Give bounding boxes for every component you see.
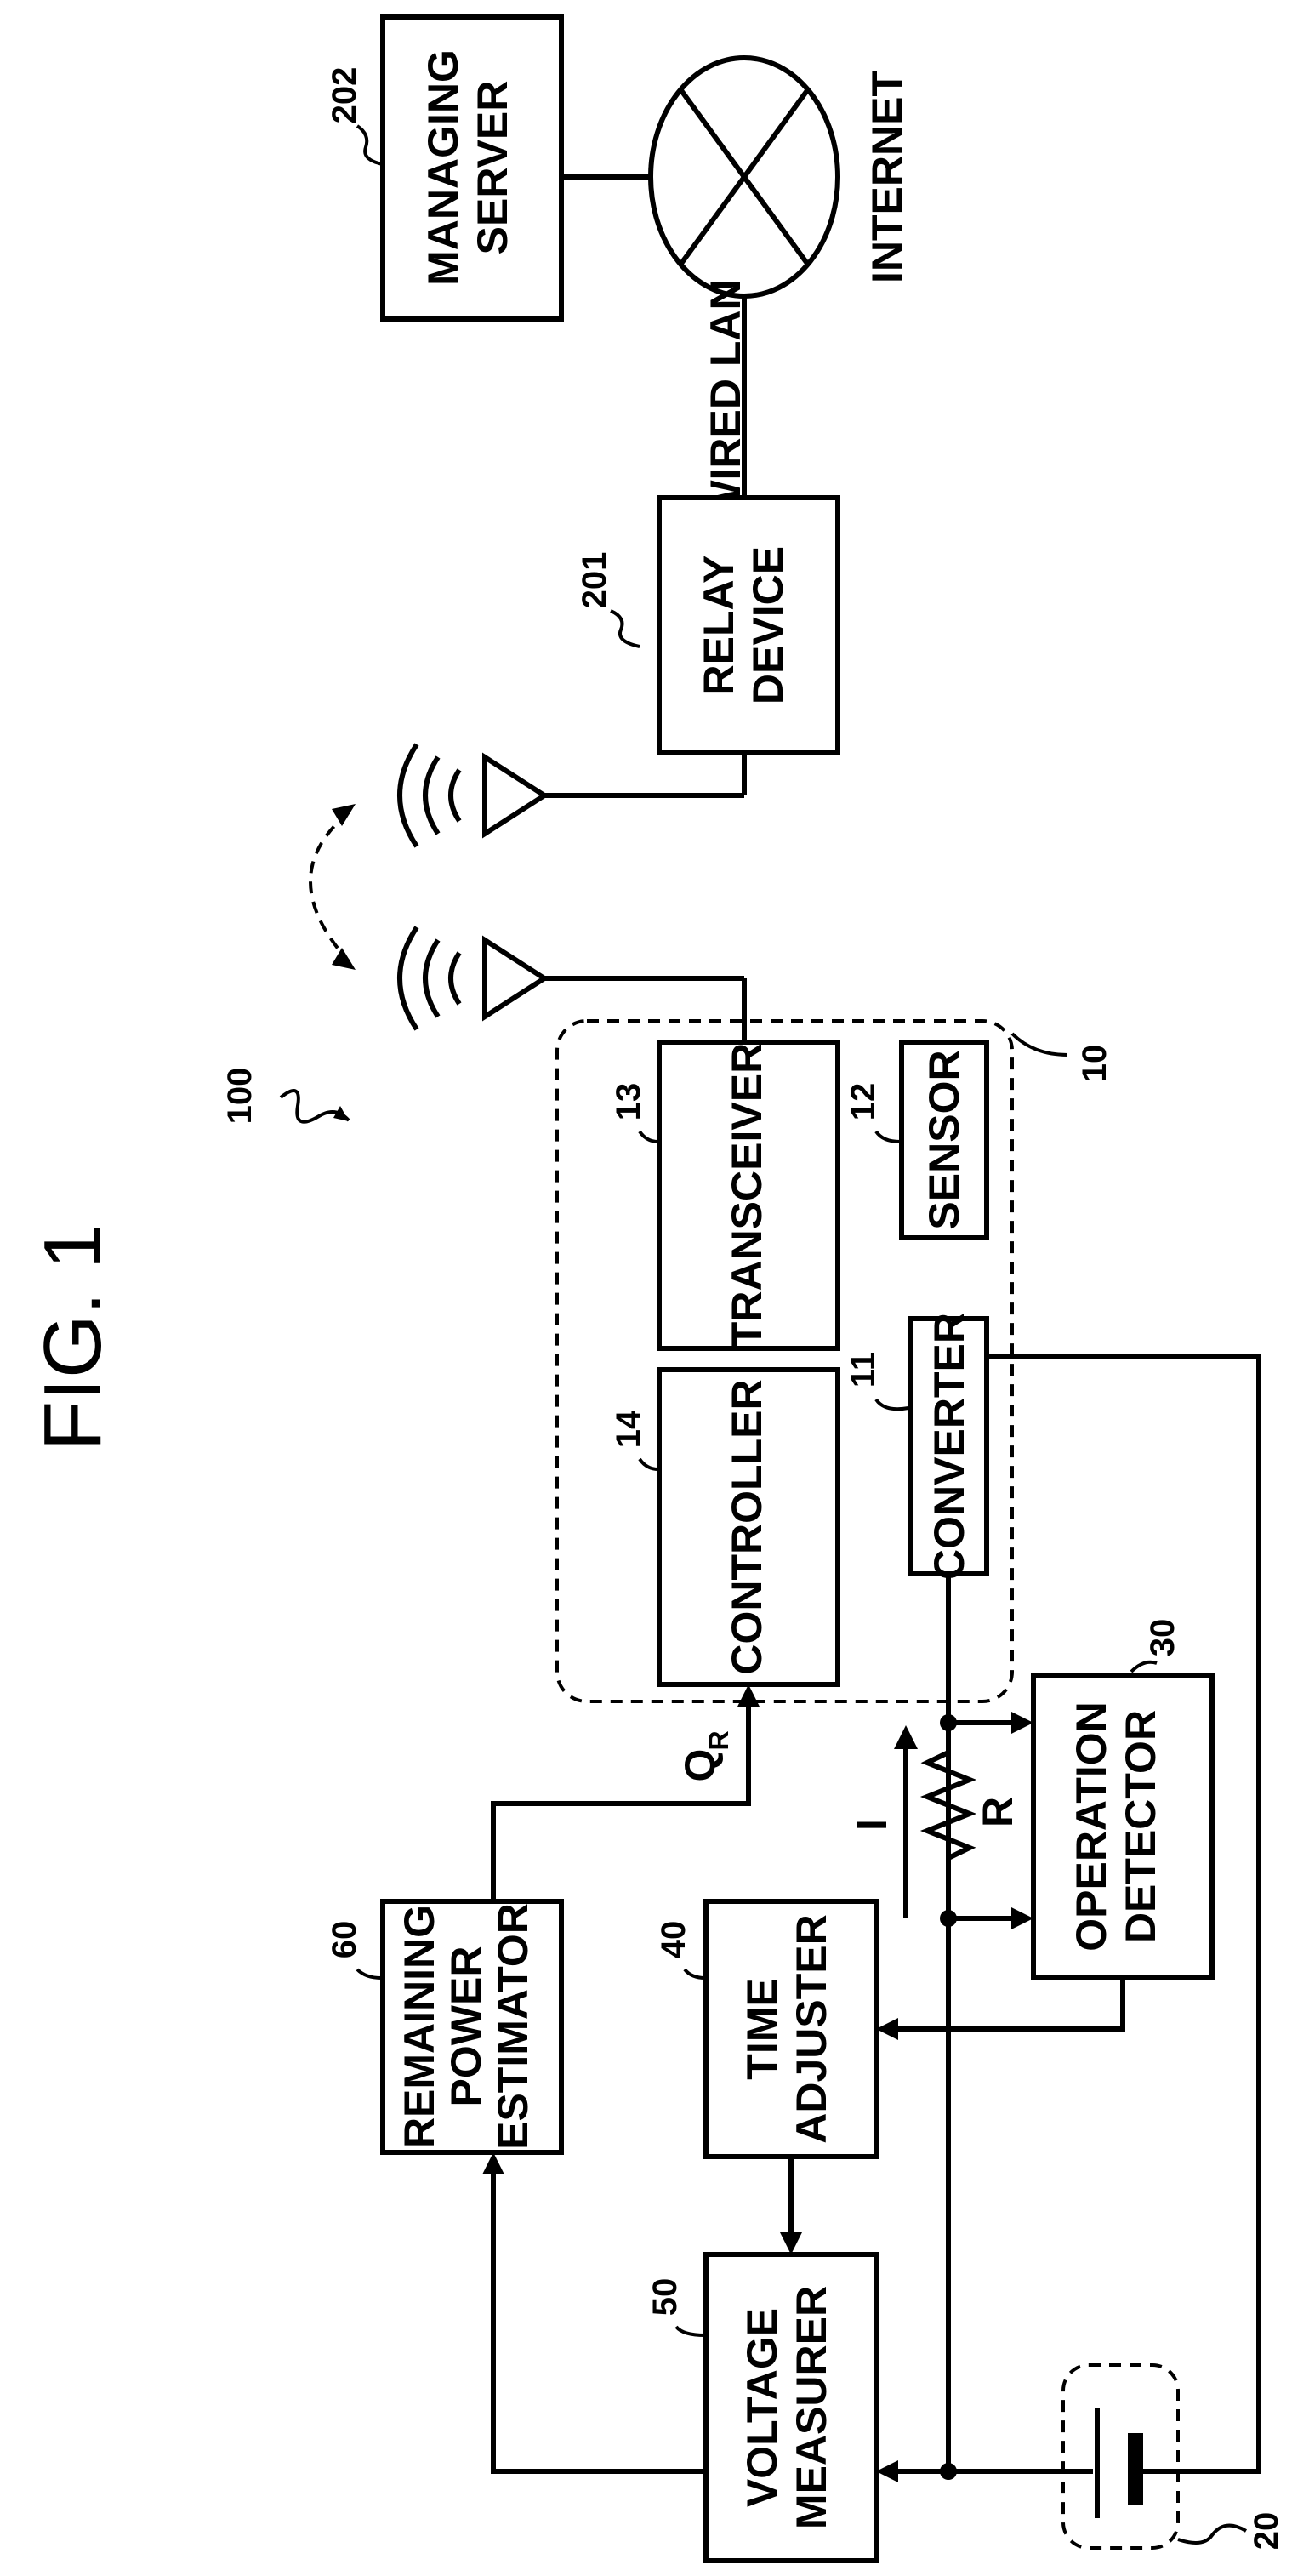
sensor-ref: 12 [845, 1083, 882, 1121]
sensor-ref-leader [876, 1131, 900, 1142]
node-antenna-icon [485, 940, 544, 1017]
wireless-link-arrowhead-top [332, 804, 356, 826]
time-adjuster-label-1: TIME [738, 1978, 786, 2079]
relay-signal-wave-2 [425, 757, 438, 834]
time-adjuster-ref-leader [685, 1969, 705, 1978]
current-label: I [848, 1819, 896, 1831]
detector-tap-upper-arrowhead [1011, 1712, 1033, 1734]
estimator-to-controller-line [493, 1697, 748, 1901]
time-adjuster-ref: 40 [655, 1921, 692, 1959]
estimator-label-3: ESTIMATOR [489, 1903, 537, 2150]
operation-detector-ref-leader [1131, 1662, 1157, 1672]
current-arrowhead [894, 1725, 918, 1749]
voltage-measurer-label-1: VOLTAGE [738, 2308, 786, 2507]
qr-subscript: R [703, 1730, 734, 1750]
battery-ref: 20 [1248, 2512, 1285, 2550]
managing-server-ref: 202 [326, 67, 363, 124]
measurer-to-estimator-arrowhead [482, 2152, 504, 2174]
battery-boundary [1063, 2365, 1178, 2548]
controller-ref: 14 [610, 1410, 647, 1448]
operation-detector-ref: 30 [1144, 1619, 1181, 1657]
time-adjuster-label-2: ADJUSTER [788, 1914, 835, 2143]
resistor [927, 1723, 970, 1918]
relay-device-ref-leader [611, 611, 640, 647]
estimator-ref: 60 [326, 1921, 363, 1959]
adjuster-to-measurer-arrowhead [780, 2232, 802, 2254]
internet-label: INTERNET [863, 71, 911, 283]
estimator-label-1: REMAINING [396, 1905, 443, 2148]
voltage-measurer-label-2: MEASURER [788, 2286, 835, 2529]
converter-ref-leader [876, 1399, 908, 1409]
controller-ref-leader [640, 1459, 658, 1469]
estimator-ref-leader [357, 1969, 381, 1978]
wired-lan-label: WIRED LAN [702, 279, 749, 520]
converter-label: CONVERTER [925, 1313, 973, 1580]
wireless-link-arrow [310, 812, 349, 961]
operation-detector-label-2: DETECTOR [1117, 1710, 1164, 1943]
operation-detector-label-1: OPERATION [1067, 1701, 1115, 1952]
figure-title: FIG. 1 [27, 1224, 118, 1451]
relay-signal-wave-3 [400, 744, 417, 846]
relay-device-ref: 201 [576, 552, 613, 609]
voltage-measurer-ref: 50 [646, 2278, 684, 2317]
wireless-link-arrowhead-bottom [332, 948, 356, 970]
relay-device-label-1: RELAY [695, 556, 743, 696]
managing-server-label-2: SERVER [469, 81, 516, 255]
detector-to-adjuster-arrowhead [876, 2018, 898, 2040]
controller-label: CONTROLLER [723, 1379, 771, 1674]
transceiver-ref: 13 [610, 1083, 647, 1121]
estimator-label-2: POWER [442, 1946, 490, 2107]
voltage-measurer-ref-leader [676, 2327, 705, 2335]
node-signal-wave-2 [425, 940, 438, 1017]
relay-device-label-2: DEVICE [744, 546, 792, 704]
transceiver-ref-leader [640, 1131, 658, 1142]
transceiver-label: TRANSCEIVER [723, 1043, 771, 1348]
measurer-to-estimator-line [493, 2165, 706, 2471]
estimator-to-controller-arrowhead [737, 1684, 760, 1707]
battery-ref-leader [1178, 2526, 1246, 2543]
managing-server-ref-leader [357, 126, 383, 164]
sensor-node-ref-leader [1012, 1034, 1067, 1055]
converter-ref: 11 [845, 1352, 882, 1388]
managing-server-label-1: MANAGING [419, 49, 467, 286]
detector-tap-lower-arrowhead [1011, 1907, 1033, 1929]
rail-to-measurer-arrowhead [876, 2460, 898, 2482]
resistor-label: R [974, 1797, 1022, 1827]
node-signal-wave-3 [400, 927, 417, 1029]
relay-antenna-icon [485, 757, 544, 834]
relay-signal-wave-1 [451, 770, 459, 821]
sensor-label: SENSOR [920, 1050, 968, 1229]
sensor-node-ref: 10 [1076, 1045, 1113, 1083]
system-ref-label: 100 [221, 1068, 259, 1125]
qr-label: Q [676, 1749, 724, 1782]
detector-to-adjuster-line [889, 1978, 1123, 2029]
node-signal-wave-1 [451, 953, 459, 1004]
